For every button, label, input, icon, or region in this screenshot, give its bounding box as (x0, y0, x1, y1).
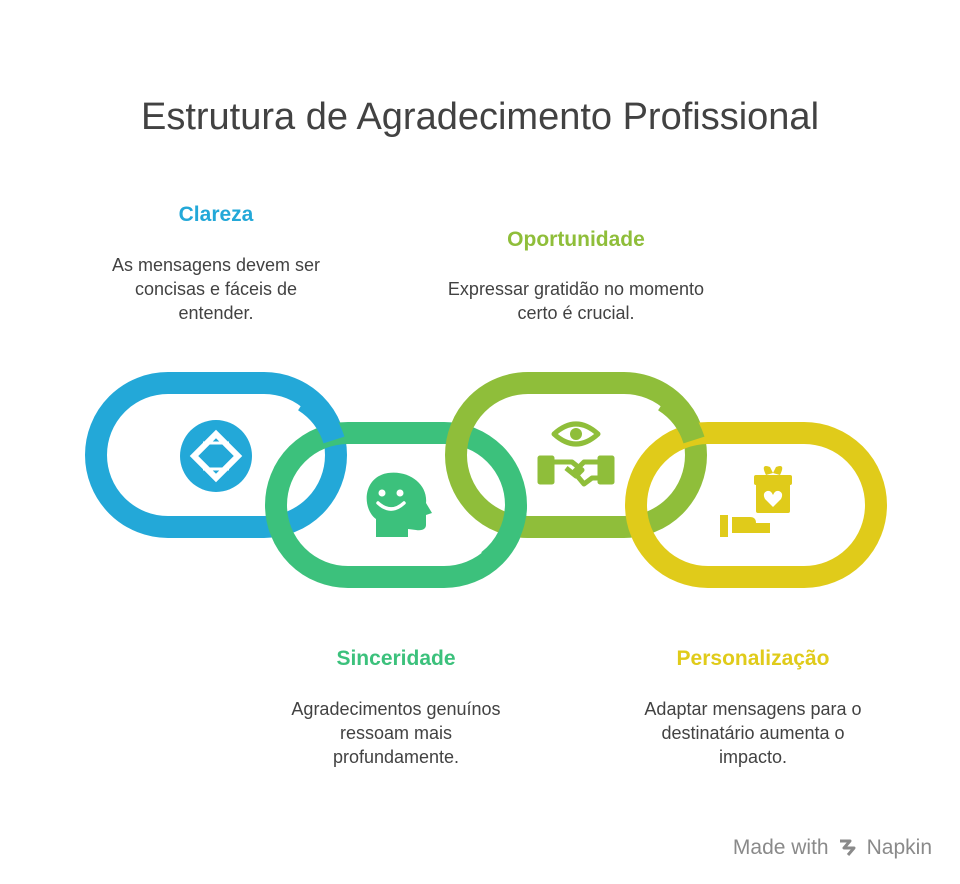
chain-link-personalizacao (625, 422, 887, 588)
smiling-head-icon (366, 472, 432, 537)
chain-overlap-sinceridade (480, 504, 527, 570)
bridge-diamond-icon (180, 420, 252, 492)
heading-personalizacao: Personalização (676, 647, 830, 670)
description-sinceridade: Agradecimentos genuínos ressoam mais pro… (291, 699, 501, 767)
chain-overlap-oportunidade (657, 391, 705, 444)
hand-gift-icon (720, 466, 792, 537)
footer-brand: Napkin (866, 836, 932, 859)
description-clareza: As mensagens devem ser concisas e fáceis… (111, 255, 321, 323)
description-personalizacao: Adaptar mensagens para o destinatário au… (644, 699, 862, 767)
napkin-logo-icon (839, 839, 856, 856)
eye-handshake-icon (537, 421, 615, 487)
heading-oportunidade: Oportunidade (507, 228, 645, 251)
footer-attribution: Made with Napkin (733, 836, 932, 860)
description-oportunidade: Expressar gratidão no momento certo é cr… (447, 279, 705, 323)
heading-clareza: Clareza (178, 203, 254, 226)
page-title: Estrutura de Agradecimento Profissional (140, 96, 820, 138)
footer-made-with: Made with (732, 836, 829, 859)
chain-overlap-clareza (297, 391, 345, 444)
heading-sinceridade: Sinceridade (336, 647, 456, 670)
chain-link-oportunidade (445, 372, 707, 538)
chain-link-clareza (85, 372, 347, 538)
